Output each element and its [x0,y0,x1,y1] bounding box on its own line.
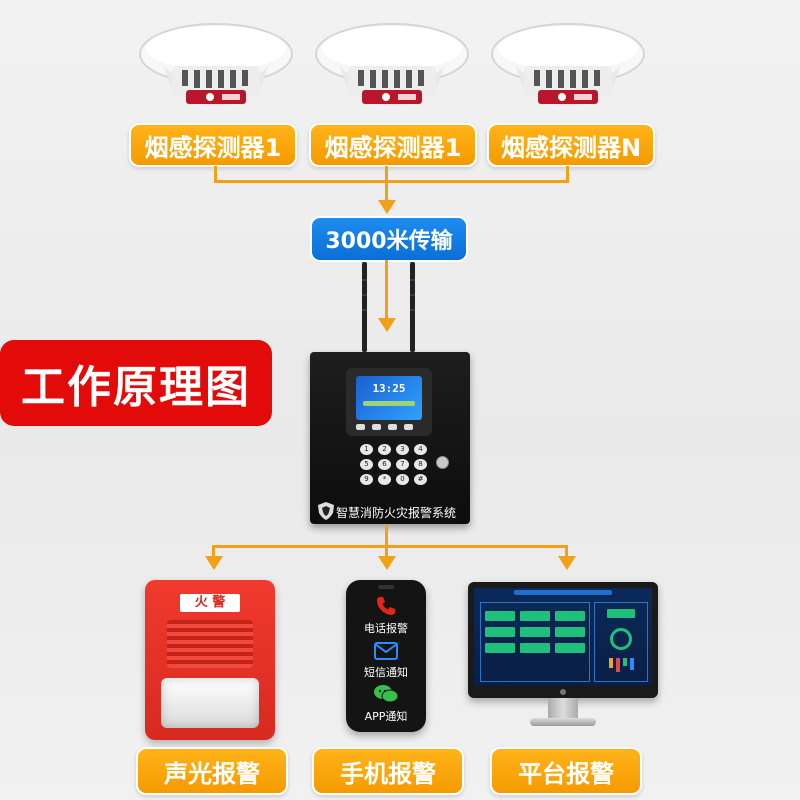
connector-line [212,545,568,548]
screen-buttons [356,424,413,430]
connector-line [214,166,217,181]
smoke-detector-icon [315,23,469,106]
dashboard-screen [474,588,652,686]
controller-body: 13:25 1 2 3 4 5 6 7 8 9 * 0 # 智慧消 [310,352,470,524]
transmission-label: 3000米传输 [310,216,468,262]
keypad: 1 2 3 4 5 6 7 8 9 * 0 # [360,444,427,485]
status-tile [555,643,585,653]
arrow-down-icon [378,318,396,332]
antenna-icon [362,262,415,352]
key-lock[interactable] [436,456,449,469]
strobe-lens [161,678,259,728]
keypad-key[interactable]: 2 [378,444,391,455]
phone-item-label: 电话报警 [364,622,408,635]
function-button[interactable] [372,424,381,430]
detector-label-1: 烟感探测器1 [129,123,297,167]
status-tile [555,627,585,637]
arrow-down-icon [558,556,576,570]
output-label-mobile: 手机报警 [312,747,464,795]
phone-notch [378,585,394,589]
dashboard-header-bar [514,590,612,595]
keypad-key[interactable]: 9 [360,474,373,485]
monitoring-platform-monitor [468,582,658,732]
controller-screen-bezel: 13:25 [346,368,432,436]
connector-line [214,180,569,183]
status-tile [485,627,515,637]
keypad-key[interactable]: 1 [360,444,373,455]
status-tile [485,611,515,621]
smoke-detector-3 [488,14,648,114]
monitor-stand [548,698,578,720]
monitor-base [530,718,596,726]
function-button[interactable] [356,424,365,430]
connector-line [385,260,388,322]
keypad-key[interactable]: 4 [414,444,427,455]
status-tile [520,627,550,637]
keypad-key[interactable]: # [414,474,427,485]
dashboard-panel [480,602,590,682]
output-label-platform: 平台报警 [490,747,642,795]
arrow-down-icon [205,556,223,570]
alarm-controller: 13:25 1 2 3 4 5 6 7 8 9 * 0 # 智慧消 [300,260,480,524]
speaker-grille [167,620,253,668]
connector-line [385,524,388,550]
phone-item-label: APP通知 [364,710,408,723]
output-label-strobe: 声光报警 [136,747,288,795]
siren-body: 火 警 [145,580,275,740]
keypad-key[interactable]: 7 [396,459,409,470]
smoke-detector-1 [136,14,296,114]
arrow-down-icon [378,556,396,570]
detector-label-2: 烟感探测器1 [309,123,477,167]
keypad-key[interactable]: * [378,474,391,485]
status-tile [520,611,550,621]
mobile-phone: 电话报警 短信通知 APP通知 [346,580,426,732]
status-tile [555,611,585,621]
mail-icon [374,642,398,660]
shield-logo-icon [318,502,334,520]
function-button[interactable] [388,424,397,430]
siren-label: 火 警 [180,594,240,612]
wechat-icon [374,685,399,703]
smoke-detector-icon [139,23,293,106]
connector-line [385,545,388,559]
phone-call-icon [377,597,395,615]
arrow-down-icon [378,200,396,214]
connector-line [212,545,215,559]
controller-screen: 13:25 [356,376,422,420]
status-tile [520,643,550,653]
keypad-key[interactable]: 5 [360,459,373,470]
keypad-key[interactable]: 6 [378,459,391,470]
detector-label-3: 烟感探测器N [487,123,655,167]
keypad-key[interactable]: 8 [414,459,427,470]
function-button[interactable] [404,424,413,430]
strobe-siren: 火 警 [145,580,275,740]
apple-logo-icon [560,689,566,695]
keypad-key[interactable]: 3 [396,444,409,455]
monitor-bezel [468,582,658,698]
status-tile [485,643,515,653]
smoke-detector-2 [312,14,472,114]
title-badge: 工作原理图 [0,340,272,426]
screen-status-bar [363,401,415,406]
connector-line [565,545,568,559]
controller-brand-text: 智慧消防火灾报警系统 [336,506,457,520]
screen-clock: 13:25 [372,382,406,395]
connector-line [566,166,569,181]
connector-line [385,166,388,206]
keypad-key[interactable]: 0 [396,474,409,485]
dashboard-side-panel [594,602,648,682]
phone-item-label: 短信通知 [364,666,408,679]
smoke-detector-icon [491,23,645,106]
